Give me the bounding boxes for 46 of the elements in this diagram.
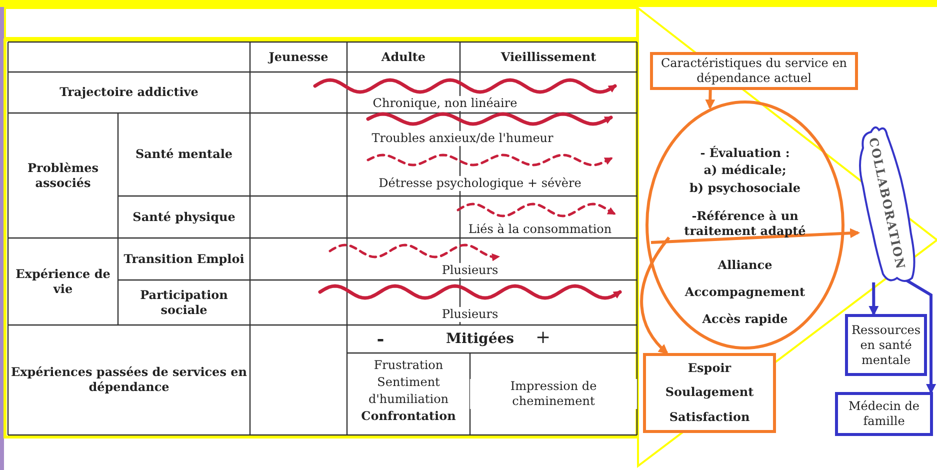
table-text: Détresse psychologique + sévère xyxy=(378,176,582,191)
table-text: Expérience de vie xyxy=(14,266,112,296)
node-text: Caractéristiques du service en dépendance actuel xyxy=(660,56,848,86)
text-box xyxy=(650,52,858,90)
node-text: Alliance xyxy=(716,258,774,273)
table-text: Chronique, non linéaire xyxy=(372,96,518,111)
node-text: Espoir xyxy=(688,360,732,376)
node-text: b) psychosociale xyxy=(688,181,802,196)
node-text: Soulagement xyxy=(665,385,754,400)
table-text: Confrontation xyxy=(361,408,456,424)
table-text: Transition Emploi xyxy=(124,252,244,266)
table-text: Mitigées xyxy=(446,331,514,349)
table-text: Plusieurs xyxy=(442,262,498,278)
table-text: Plusieurs xyxy=(442,306,498,322)
table-text: - xyxy=(376,328,384,352)
node-text: Accompagnement xyxy=(684,285,806,300)
node-text: Accès rapide xyxy=(701,312,789,327)
table-text: d'humiliation xyxy=(368,392,449,406)
node-text: Satisfaction xyxy=(669,410,750,426)
node-text: - Évaluation : xyxy=(699,146,791,161)
table-text: Expériences passées de services en dépendance xyxy=(10,365,248,395)
table-text: Problèmes associés xyxy=(26,160,100,190)
text-box xyxy=(643,353,776,433)
column-header: Adulte xyxy=(381,50,426,64)
arrow xyxy=(868,282,879,316)
table-text: Santé physique xyxy=(132,210,236,224)
service-ellipse xyxy=(645,100,845,350)
node-text: Médecin de famille xyxy=(847,399,921,429)
arrow xyxy=(640,236,670,354)
table-text: Santé mentale xyxy=(135,147,233,162)
table-text: Sentiment xyxy=(377,374,440,390)
column-header: Vieillissement xyxy=(500,50,596,64)
table-text: Participation sociale xyxy=(139,288,229,318)
table-text: Frustration xyxy=(374,358,444,372)
text-box xyxy=(835,392,933,436)
table-text: Trajectoire addictive xyxy=(60,85,198,100)
node-text: a) médicale; xyxy=(702,163,788,178)
node-text: -Référence à un traitement adapté xyxy=(683,209,807,239)
table-text: Troubles anxieux/de l'humeur xyxy=(372,131,554,146)
table-text: Impression de cheminement xyxy=(470,379,637,409)
node-text: Ressources en santé mentale xyxy=(850,322,922,368)
column-header: Jeunesse xyxy=(268,50,328,64)
text-box xyxy=(845,314,927,376)
table-text: Liés à la consommation xyxy=(468,222,612,236)
arrow xyxy=(705,90,716,110)
arrow xyxy=(650,228,860,244)
